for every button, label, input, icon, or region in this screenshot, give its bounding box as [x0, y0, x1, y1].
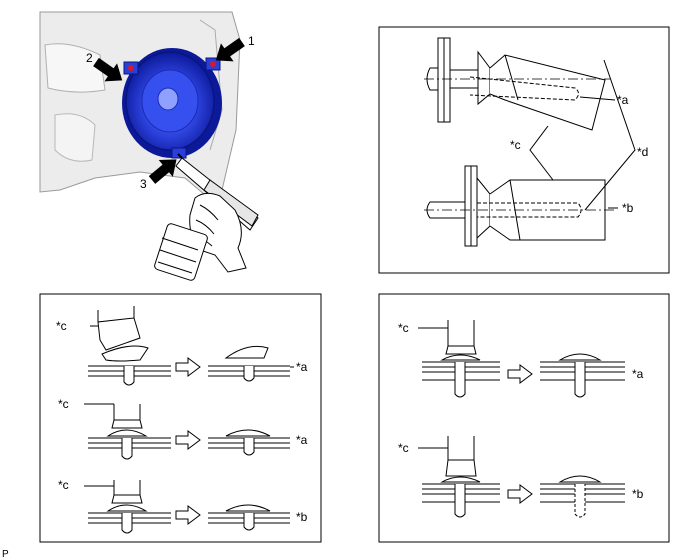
right-step1-label-result: *a: [632, 367, 644, 381]
mount-tab: [171, 147, 187, 159]
step-row-3: [84, 480, 290, 534]
right-step2-label-result: *b: [632, 487, 644, 501]
step1-label-c: *c: [56, 319, 67, 333]
step2-label-result: *a: [296, 433, 308, 447]
speaker-removal-illustration: 1 2 3: [39, 11, 259, 281]
callout-number-2: 2: [86, 51, 93, 65]
right-step1-label-c: *c: [398, 321, 409, 335]
rivet-point: [210, 61, 216, 67]
removal-steps-panel-right: *c *a *c *b: [378, 293, 670, 543]
leader-c: [529, 125, 554, 181]
figure-code: P: [2, 549, 9, 560]
panel-frame: [378, 26, 670, 274]
callout-number-1: 1: [248, 34, 255, 48]
step3-label-result: *b: [296, 510, 308, 524]
label-c: *c: [510, 138, 521, 152]
right-step2-label-c: *c: [398, 441, 409, 455]
step1-label-result: *a: [296, 360, 308, 374]
step-row-1: [88, 306, 294, 386]
step-row-1-right: [418, 320, 625, 398]
step3-label-c: *c: [58, 478, 69, 492]
panel-frame: [378, 293, 670, 543]
leader-d: [584, 59, 636, 211]
panel-frame: [39, 293, 322, 543]
label-d: *d: [637, 145, 648, 159]
speaker: [122, 48, 222, 159]
step-row-2-right: [418, 436, 625, 518]
callout-number-3: 3: [140, 177, 147, 191]
leader-a: [579, 96, 616, 101]
removal-steps-panel-left: *c *a *c *a: [39, 293, 322, 543]
panel-recess: [54, 113, 96, 162]
step2-label-c: *c: [58, 397, 69, 411]
drill-body: [154, 223, 208, 281]
lower-rivet-assembly: [424, 165, 615, 247]
label-b: *b: [622, 201, 634, 215]
upper-rivet-assembly: [424, 37, 610, 131]
rivet-drill-cross-section-panel: *a *c *d *b: [378, 26, 670, 274]
step-row-2: [84, 403, 290, 460]
panel-recess: [44, 43, 106, 93]
label-a: *a: [617, 93, 629, 107]
rivet-point: [128, 65, 134, 71]
drill-tool: [175, 153, 259, 231]
